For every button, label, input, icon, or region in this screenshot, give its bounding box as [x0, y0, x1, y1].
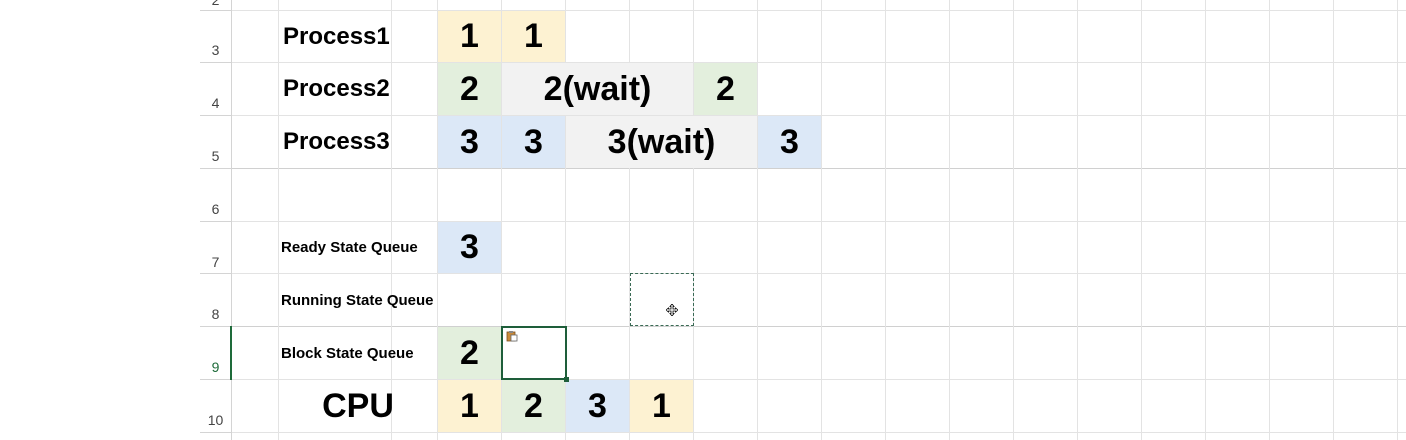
gridline: [232, 432, 1406, 433]
move-cursor-icon: [666, 304, 678, 316]
active-cell-selection[interactable]: [501, 326, 567, 380]
gridline: [278, 0, 279, 440]
gridline: [1013, 0, 1014, 440]
process3-cell[interactable]: 3: [758, 116, 821, 168]
fill-handle[interactable]: [564, 377, 569, 382]
row-number[interactable]: 9: [211, 359, 220, 375]
row-header-divider: [200, 326, 232, 327]
cpu-cell[interactable]: 1: [630, 380, 693, 432]
ready-queue-cell[interactable]: 3: [438, 222, 501, 273]
gridline: [949, 0, 950, 440]
paste-options-icon[interactable]: [506, 330, 518, 342]
gridline: [391, 0, 392, 440]
gridline: [232, 115, 1406, 116]
process3-wait-cell[interactable]: 3(wait): [566, 116, 757, 168]
row-header-divider: [200, 10, 232, 11]
process2-cell[interactable]: 2: [438, 63, 501, 115]
gridline: [821, 0, 822, 440]
gridline: [437, 0, 438, 440]
gridline: [1205, 0, 1206, 440]
row-header-divider: [200, 273, 232, 274]
gridline: [757, 0, 758, 440]
row-header-divider: [200, 221, 232, 222]
gridline: [565, 0, 566, 440]
row-header-divider: [200, 168, 232, 169]
gridline: [1077, 0, 1078, 440]
left-margin: [0, 0, 200, 440]
row-header-divider: [200, 62, 232, 63]
row-number[interactable]: 8: [211, 306, 220, 322]
gridline: [232, 273, 1406, 274]
process1-cell[interactable]: 1: [502, 11, 565, 62]
block-queue-cell[interactable]: 2: [438, 327, 501, 379]
copy-marquee: [630, 273, 694, 326]
row-number[interactable]: 5: [211, 148, 220, 164]
process3-cell[interactable]: 3: [438, 116, 501, 168]
selected-row-indicator: [230, 326, 232, 380]
cpu-cell[interactable]: 3: [566, 380, 629, 432]
row-number[interactable]: 10: [207, 412, 224, 428]
process1-label[interactable]: Process1: [283, 22, 390, 50]
gridline: [693, 0, 694, 440]
gridline: [232, 10, 1406, 11]
cpu-cell[interactable]: 1: [438, 380, 501, 432]
gridline: [1269, 0, 1270, 440]
row-number[interactable]: 6: [211, 201, 220, 217]
row-number[interactable]: 2: [211, 0, 220, 8]
cpu-cell[interactable]: 2: [502, 380, 565, 432]
row-number[interactable]: 3: [211, 42, 220, 58]
process3-label[interactable]: Process3: [283, 128, 390, 155]
process3-cell[interactable]: 3: [502, 116, 565, 168]
gridline: [232, 168, 1406, 169]
process2-cell[interactable]: 2: [694, 63, 757, 115]
gridline: [232, 221, 1406, 222]
row-header-divider: [200, 115, 232, 116]
running-queue-label[interactable]: Running State Queue: [281, 291, 434, 309]
process2-wait-cell[interactable]: 2(wait): [502, 63, 693, 115]
row-header-divider: [200, 379, 232, 380]
gridline: [232, 326, 1406, 327]
row-number[interactable]: 4: [211, 95, 220, 111]
gridline: [1397, 0, 1398, 440]
cpu-label[interactable]: CPU: [322, 386, 394, 425]
process1-cell[interactable]: 1: [438, 11, 501, 62]
gridline: [885, 0, 886, 440]
gridline: [1141, 0, 1142, 440]
gridline: [501, 0, 502, 440]
gridline: [1333, 0, 1334, 440]
gridline: [232, 379, 1406, 380]
process2-label[interactable]: Process2: [283, 75, 390, 102]
row-number[interactable]: 7: [211, 254, 220, 270]
row-header-divider: [200, 432, 232, 433]
gridline: [232, 62, 1406, 63]
ready-queue-label[interactable]: Ready State Queue: [281, 239, 418, 256]
row-header-column: [200, 0, 232, 440]
block-queue-label[interactable]: Block State Queue: [281, 344, 414, 362]
gridline: [629, 0, 630, 440]
